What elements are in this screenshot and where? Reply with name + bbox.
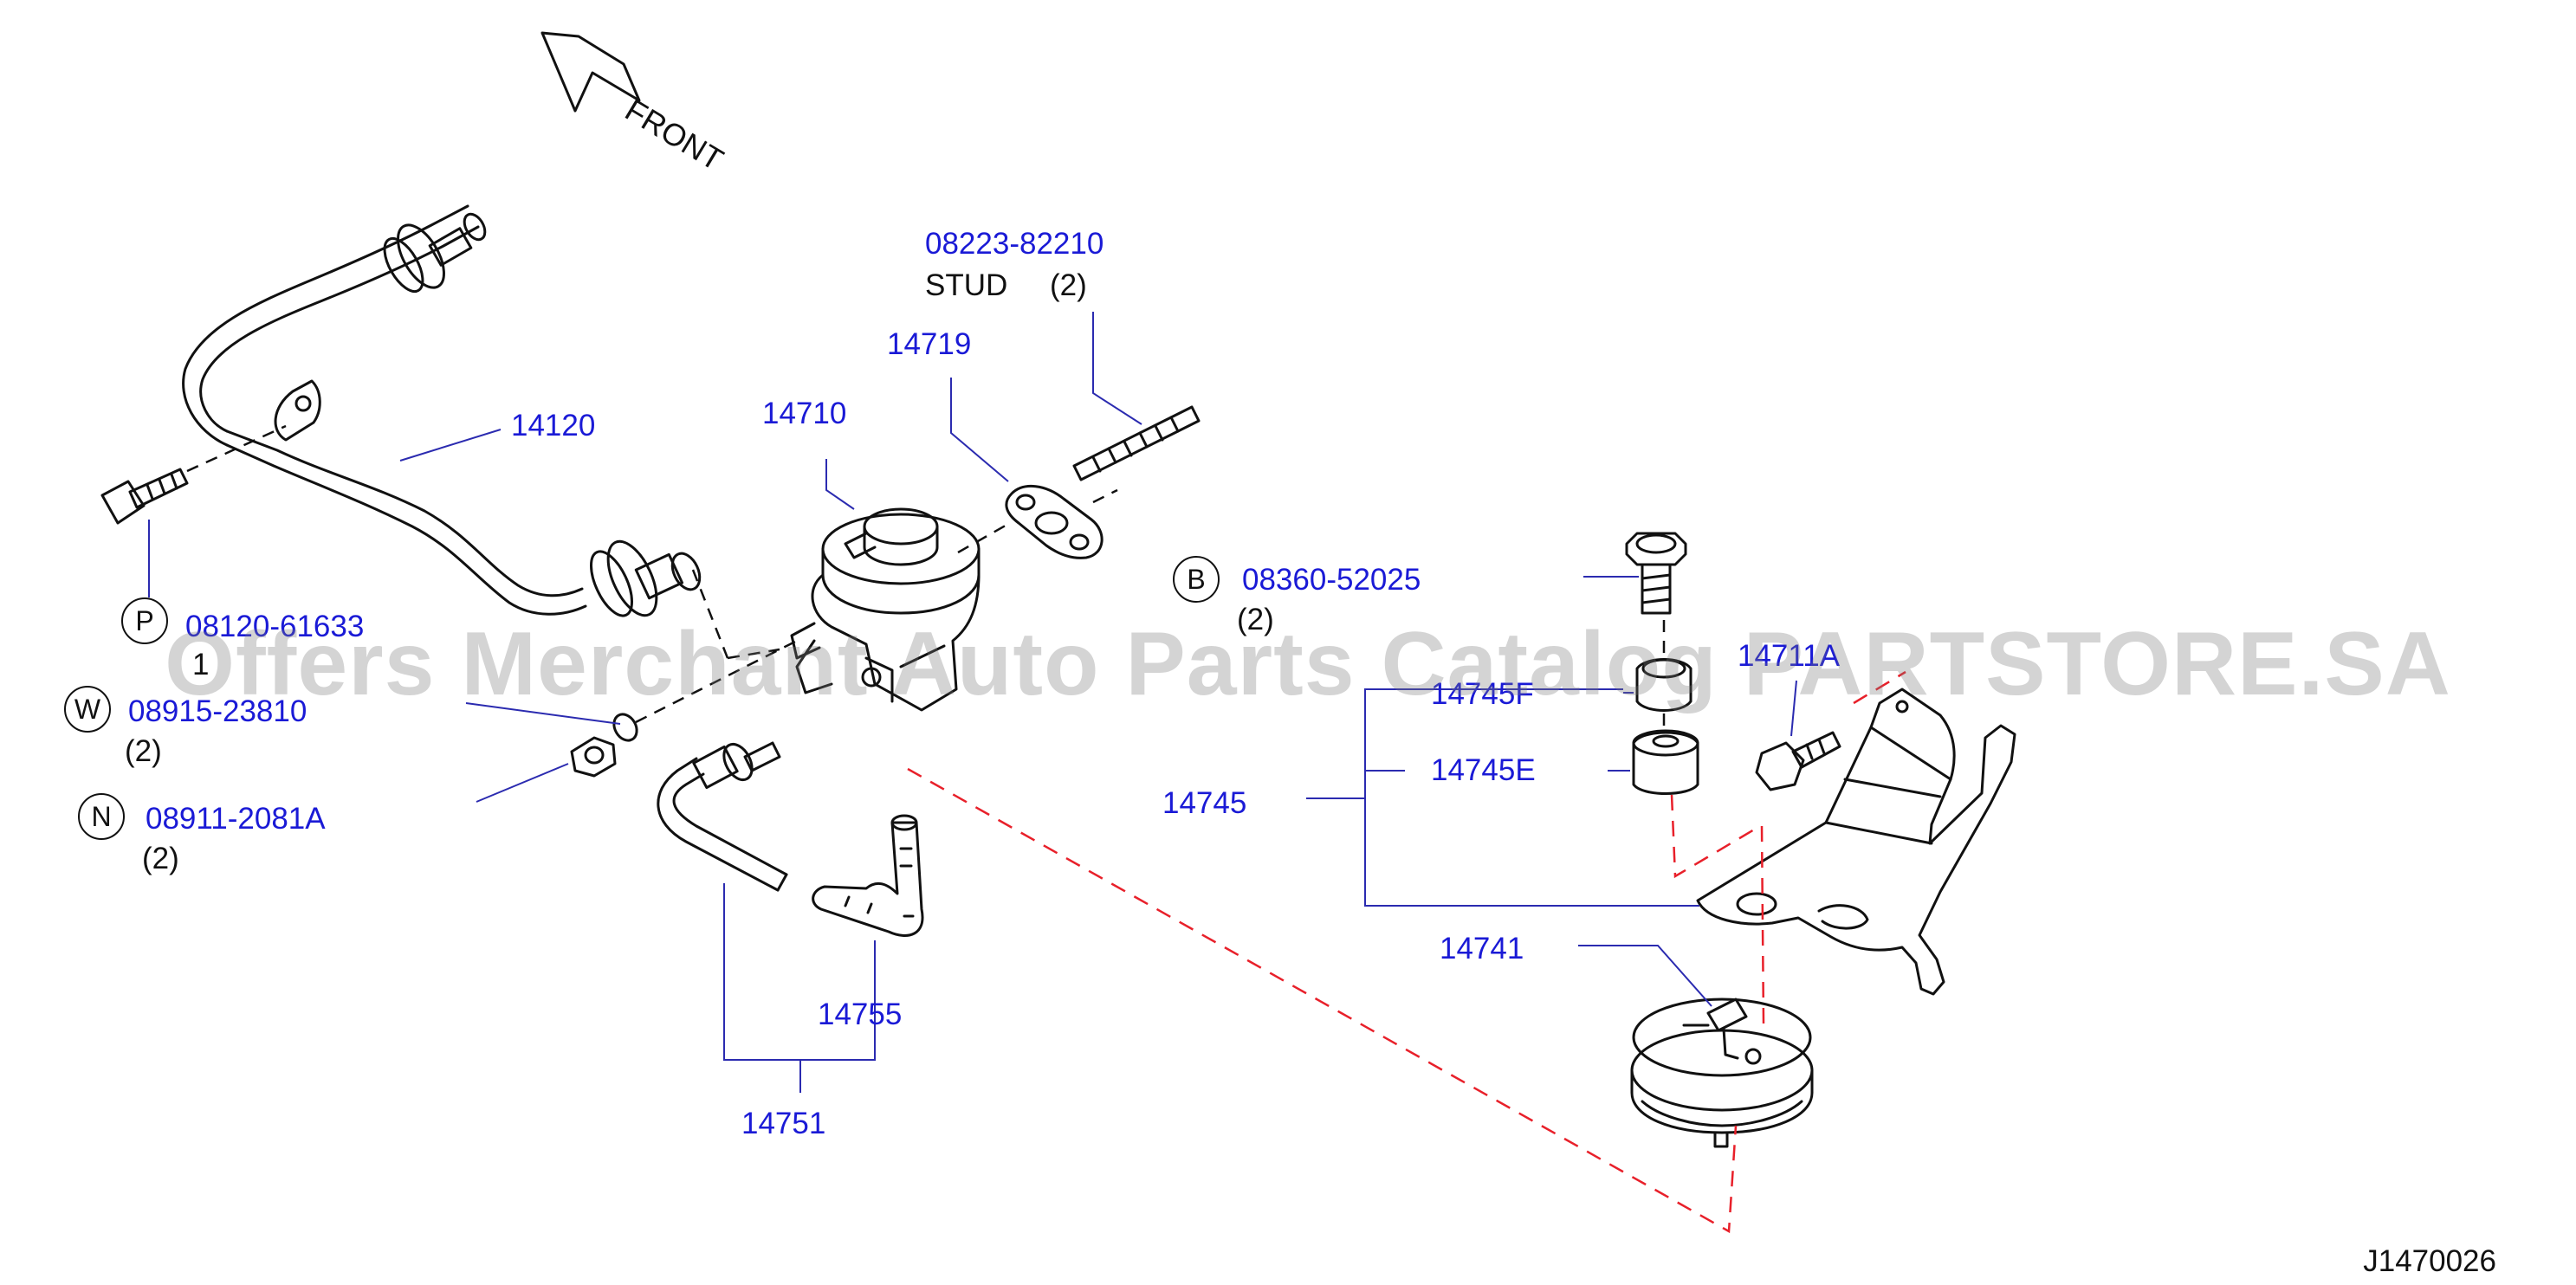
callout-p-qty: 1 [192,648,210,681]
insulator-f-drawing [1635,658,1693,712]
nut-drawing [570,736,617,778]
watermark: Offers Merchant Auto Parts Catalog PARTS… [165,614,2451,714]
callout-gasket[interactable]: 14719 [887,327,972,361]
callout-actuator[interactable]: 14741 [1440,932,1524,965]
callout-b-qty: (2) [1237,603,1274,636]
gasket-drawing [1005,484,1104,559]
upper-tube-drawing [182,204,702,617]
callout-insulator-e[interactable]: 14745E [1431,753,1536,787]
callout-stud-desc: STUD [925,268,1008,302]
callout-tube-upper[interactable]: 14120 [511,409,596,442]
callout-stud-qty: (2) [1050,268,1087,302]
symbol-w: W [64,686,111,733]
egr-valve-drawing [790,507,981,712]
lower-tube-drawing [657,741,788,892]
callout-p-part-no[interactable]: 08120-61633 [185,610,365,643]
hose-drawing [812,814,924,937]
callout-n-part-no[interactable]: 08911-2081A [146,802,326,836]
bracket-drawing [1696,688,2016,996]
callout-valve[interactable]: 14710 [762,397,847,430]
washer-drawing [612,713,638,742]
callout-w-qty: (2) [125,734,162,768]
callout-hose[interactable]: 14755 [818,998,903,1031]
callout-b-part-no[interactable]: 08360-52025 [1242,563,1421,597]
symbol-n: N [78,793,125,840]
callout-insulator-set[interactable]: 14745 [1162,786,1247,820]
bracket-bolt-drawing [1755,731,1841,791]
bolt-p-drawing [100,468,189,525]
symbol-p: P [121,597,168,644]
stud-drawing [1072,405,1201,481]
vacuum-route-line [907,767,1738,1234]
callout-stud-part-no[interactable]: 08223-82210 [925,227,1104,261]
symbol-b: B [1173,556,1220,603]
callout-tube-set[interactable]: 14751 [741,1107,826,1140]
callout-n-qty: (2) [142,842,179,875]
callout-insulator-f[interactable]: 14745F [1431,677,1534,711]
callout-bracket-bolt[interactable]: 14711A [1738,639,1841,673]
bolt-b-drawing [1625,532,1687,615]
front-arrow-icon [540,31,641,113]
diagram-ref: J1470026 [2363,1244,2496,1278]
callout-w-part-no[interactable]: 08915-23810 [128,694,307,728]
actuator-drawing [1630,998,1814,1148]
insulator-e-drawing [1632,729,1699,795]
